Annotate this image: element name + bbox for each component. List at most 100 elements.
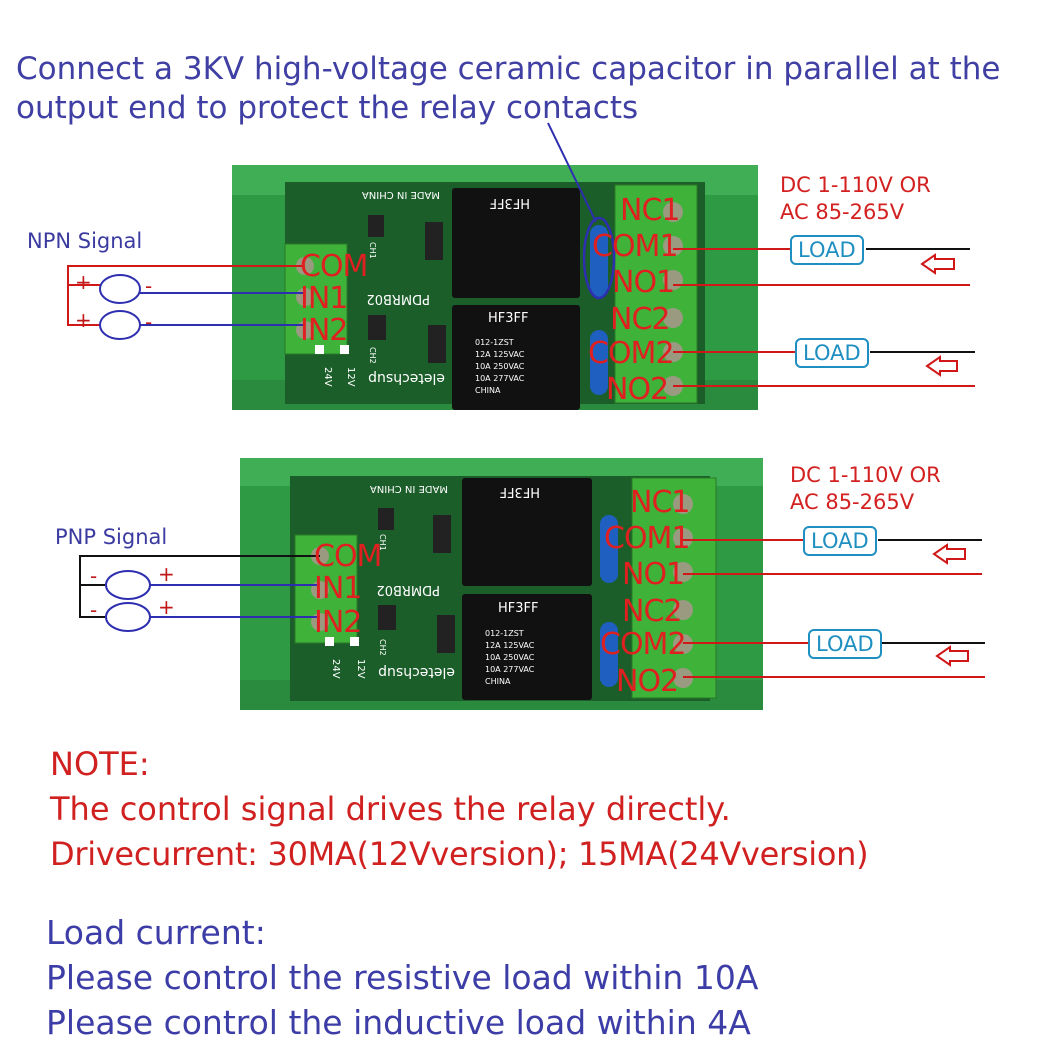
model-print: PDMRB02 [366,291,430,306]
relay-spec-print: 10A 277VAC [475,374,525,383]
terminal-label-in1: IN1 [314,571,362,606]
screw-nc2 [673,600,693,620]
made-in-china-print: MADE IN CHINA [370,483,448,494]
arrow-left-icon [935,645,969,667]
load-current-block: Load current: Please control the resisti… [46,910,758,1045]
arrow-left-icon [932,543,966,565]
relay-spec-print: 012-1ZST [485,629,524,638]
output-terminal-block [614,184,698,404]
relay-spec-print: 12A 125VAC [485,641,535,650]
terminal-label-com: COM [300,249,368,284]
terminal-label-in2: IN2 [300,313,348,348]
signal-source-1 [105,570,151,600]
relay-2 [462,594,592,700]
smd-component [437,615,455,653]
polarity-sign: - [90,598,98,622]
ch2-print: CH2 [378,639,387,656]
relay-board-1: MADE IN CHINA PDMRB02 eletechsup HF3FF H… [232,165,758,410]
terminal-label-no2: NO2 [606,372,669,407]
relay-board-2: MADE IN CHINA PDMRB02 eletechsup HF3FF H… [240,458,763,710]
v24-print: 24V [322,367,333,387]
v24-print: 24V [330,659,341,679]
jumper-pad [315,345,324,354]
ch1-print: CH1 [368,242,377,259]
screw-nc1 [673,494,693,514]
polarity-sign: + [75,308,92,332]
supply-line-2: AC 85-265V [780,200,905,224]
note-line: The control signal drives the relay dire… [50,790,731,828]
note-title: NOTE: [50,745,150,783]
polarity-sign: + [158,562,175,586]
terminal-label-com: COM [314,539,382,574]
callout-line [547,122,597,223]
note-block: NOTE: The control signal drives the rela… [50,742,869,877]
supply-label: DC 1-110V OR AC 85-265V [790,462,941,516]
relay-brand-print: HF3FF [490,195,530,210]
brand-print: eletechsup [368,370,445,386]
smd-component [428,325,446,363]
relay-brand-print: HF3FF [500,484,540,499]
polarity-sign: + [158,595,175,619]
model-print: PDMRB02 [376,582,440,597]
relay-spec-print: 10A 277VAC [485,665,535,674]
relay-brand-print: HF3FF [498,601,538,616]
supply-line-1: DC 1-110V OR [780,173,931,197]
v12-print: 12V [355,659,366,679]
relay-spec-print: 12A 125VAC [475,350,525,359]
relay-spec-print: 012-1ZST [475,338,514,347]
capacitor-1 [590,225,608,297]
polarity-sign: - [90,564,98,588]
arrow-left-icon [920,253,955,275]
capacitor-2 [590,330,608,395]
npn-signal-label: NPN Signal [27,229,143,253]
relay-spec-print: CHINA [485,677,511,686]
relay-brand-print: HF3FF [488,311,528,326]
terminal-label-com2: COM2 [600,627,687,662]
terminal-label-com1: COM1 [604,521,691,556]
terminal-label-com1: COM1 [592,229,679,264]
input-terminal-block [284,243,348,355]
brand-print: eletechsup [378,664,455,680]
terminal-label-no1: NO1 [622,557,685,592]
com-wire [67,265,305,326]
capacitor-1 [600,515,618,583]
arrow-left-icon [925,355,958,377]
screw-com1 [663,236,683,256]
note-line: Drivecurrent: 30MA(12Vversion); 15MA(24V… [50,835,869,873]
supply-line-1: DC 1-110V OR [790,463,941,487]
pnp-signal-label: PNP Signal [55,525,168,549]
load-box: LOAD [795,338,869,368]
load-box: LOAD [790,235,864,265]
screw-com1 [673,528,693,548]
terminal-label-nc2: NC2 [622,594,682,629]
ch2-print: CH2 [368,347,377,364]
load-current-line: Please control the inductive load within… [46,1003,751,1042]
wiring-board-1 [67,122,975,387]
smd-component [433,515,451,553]
polarity-sign: + [75,270,92,294]
terminal-label-nc1: NC1 [620,193,680,228]
relay-1 [452,188,580,298]
smd-component [368,215,384,237]
relay-2 [452,305,580,410]
load-current-title: Load current: [46,913,266,952]
jumper-pad [340,345,349,354]
capacitor-2 [600,622,618,687]
jumper-pad [325,637,334,646]
signal-source-2 [105,602,151,632]
output-terminal-block [631,477,717,699]
v12-print: 12V [345,367,356,387]
relay-spec-print: 10A 250VAC [485,653,535,662]
terminal-label-nc1: NC1 [630,485,690,520]
relay-1 [462,478,592,586]
screw-nc1 [663,202,683,222]
com-wire [79,555,320,618]
terminal-label-com2: COM2 [588,336,675,371]
made-in-china-print: MADE IN CHINA [362,189,440,200]
signal-source-2 [99,310,141,340]
smd-component [378,508,394,530]
capacitor-note: Connect a 3KV high-voltage ceramic capac… [16,51,1001,126]
terminal-label-in1: IN1 [300,281,348,316]
signal-source-1 [99,274,141,304]
relay-spec-print: CHINA [475,386,501,395]
